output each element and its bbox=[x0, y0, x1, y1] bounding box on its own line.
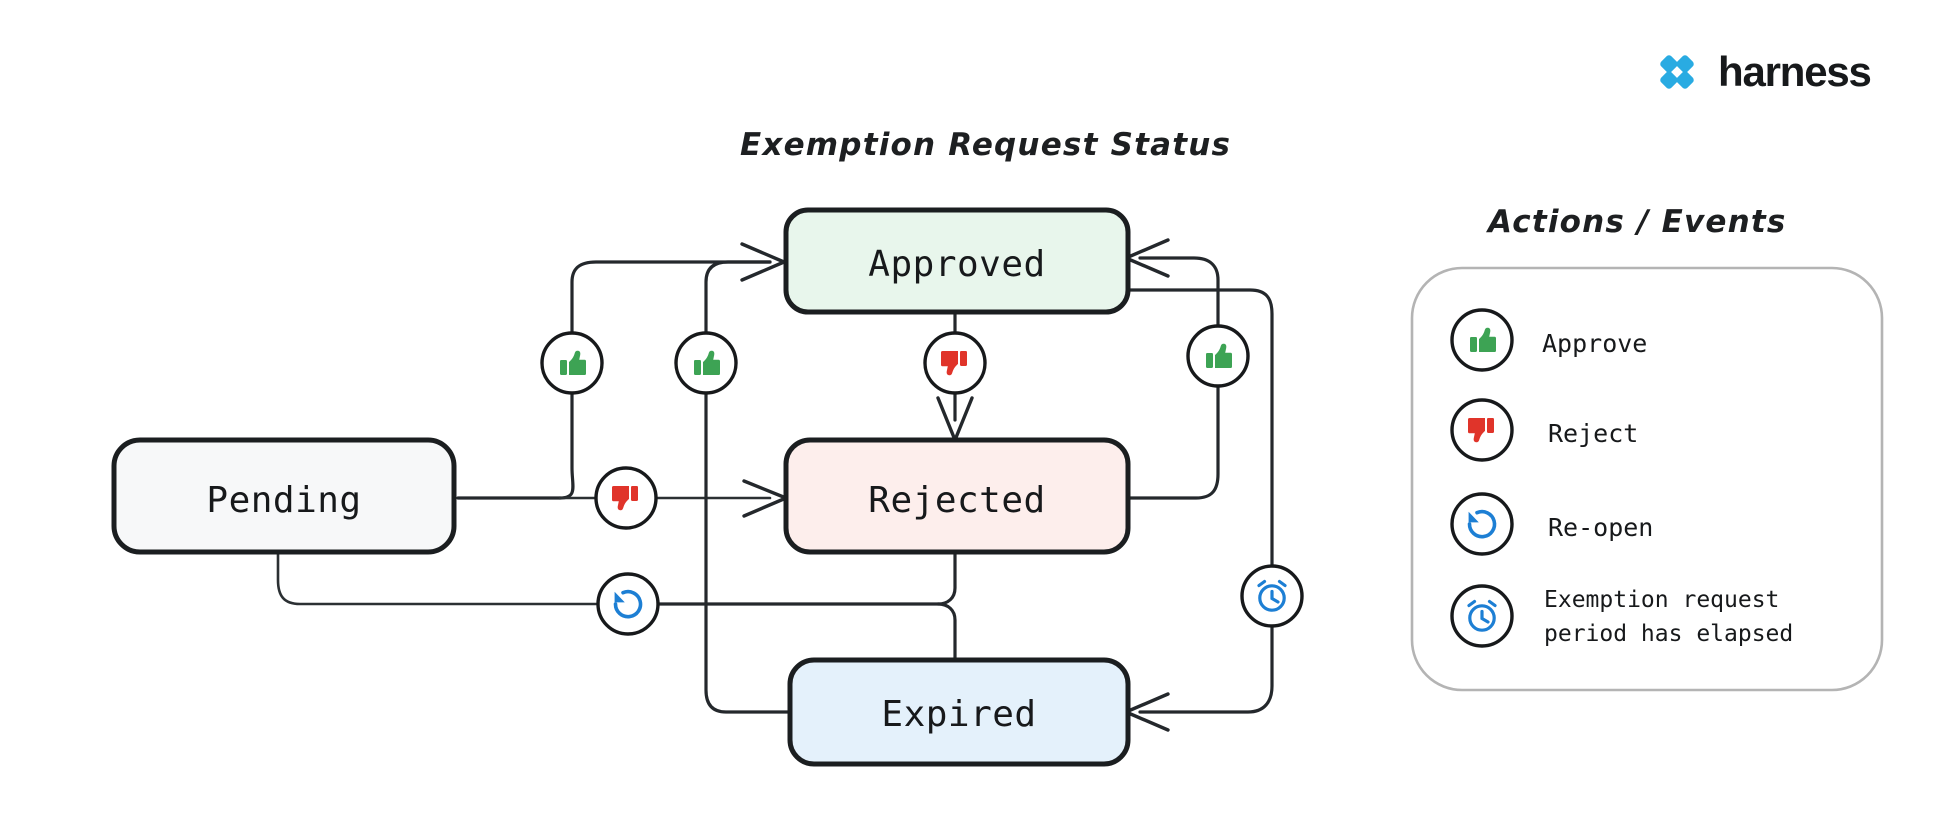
legend-item-approve-label: Approve bbox=[1542, 329, 1647, 358]
legend-item-reopen-label: Re-open bbox=[1548, 513, 1653, 542]
edge-badge-approve-expired[interactable] bbox=[674, 331, 738, 395]
edge-badge-reopen[interactable] bbox=[596, 572, 660, 636]
harness-logo: harness bbox=[1650, 45, 1872, 99]
legend-item-reject[interactable]: Reject bbox=[1450, 398, 1638, 462]
edge-reopen-pending bbox=[276, 466, 642, 606]
edge-approved-expired bbox=[1126, 288, 1274, 714]
node-rejected[interactable]: Rejected bbox=[783, 437, 1131, 555]
edge-badge-approve-pending[interactable] bbox=[540, 331, 604, 395]
legend-item-reject-label: Reject bbox=[1548, 419, 1638, 448]
edge-rejected-reopen bbox=[638, 550, 957, 606]
edge-badges-layer bbox=[540, 324, 1304, 636]
node-rejected-label: Rejected bbox=[868, 480, 1045, 521]
edge-badge-reject-pending[interactable] bbox=[594, 466, 658, 530]
legend-item-elapsed[interactable]: Exemption request period has elapsed bbox=[1450, 584, 1793, 648]
edge-badge-reject-approved[interactable] bbox=[923, 331, 987, 395]
node-pending[interactable]: Pending bbox=[111, 437, 457, 555]
legend-item-elapsed-label-line2: period has elapsed bbox=[1544, 621, 1793, 647]
legend: Actions / Events Approve Reject bbox=[1410, 204, 1884, 692]
node-expired-label: Expired bbox=[881, 694, 1036, 735]
edge-expired-approved bbox=[704, 260, 792, 714]
diagram-title: Exemption Request Status bbox=[740, 127, 1231, 163]
node-approved-label: Approved bbox=[868, 244, 1045, 285]
legend-item-approve[interactable]: Approve bbox=[1450, 308, 1647, 372]
legend-item-reopen[interactable]: Re-open bbox=[1450, 492, 1653, 556]
brand-name: harness bbox=[1718, 48, 1872, 95]
legend-item-elapsed-label-line1: Exemption request bbox=[1544, 587, 1779, 613]
alarm-clock-icon bbox=[1467, 599, 1497, 632]
nodes-layer: Pending Approved Rejected Expired bbox=[111, 207, 1131, 767]
node-approved[interactable]: Approved bbox=[783, 207, 1131, 315]
edge-expired-reopen bbox=[936, 602, 957, 662]
node-expired[interactable]: Expired bbox=[787, 657, 1131, 767]
edge-badge-elapsed[interactable] bbox=[1240, 564, 1304, 628]
harness-diamond-logo-icon bbox=[1660, 55, 1694, 89]
edge-badge-approve-rejected[interactable] bbox=[1186, 324, 1250, 388]
edge-pending-approved bbox=[558, 260, 772, 500]
alarm-clock-icon bbox=[1257, 579, 1287, 612]
legend-panel bbox=[1410, 266, 1884, 692]
legend-title: Actions / Events bbox=[1485, 204, 1787, 240]
node-pending-label: Pending bbox=[206, 480, 361, 521]
